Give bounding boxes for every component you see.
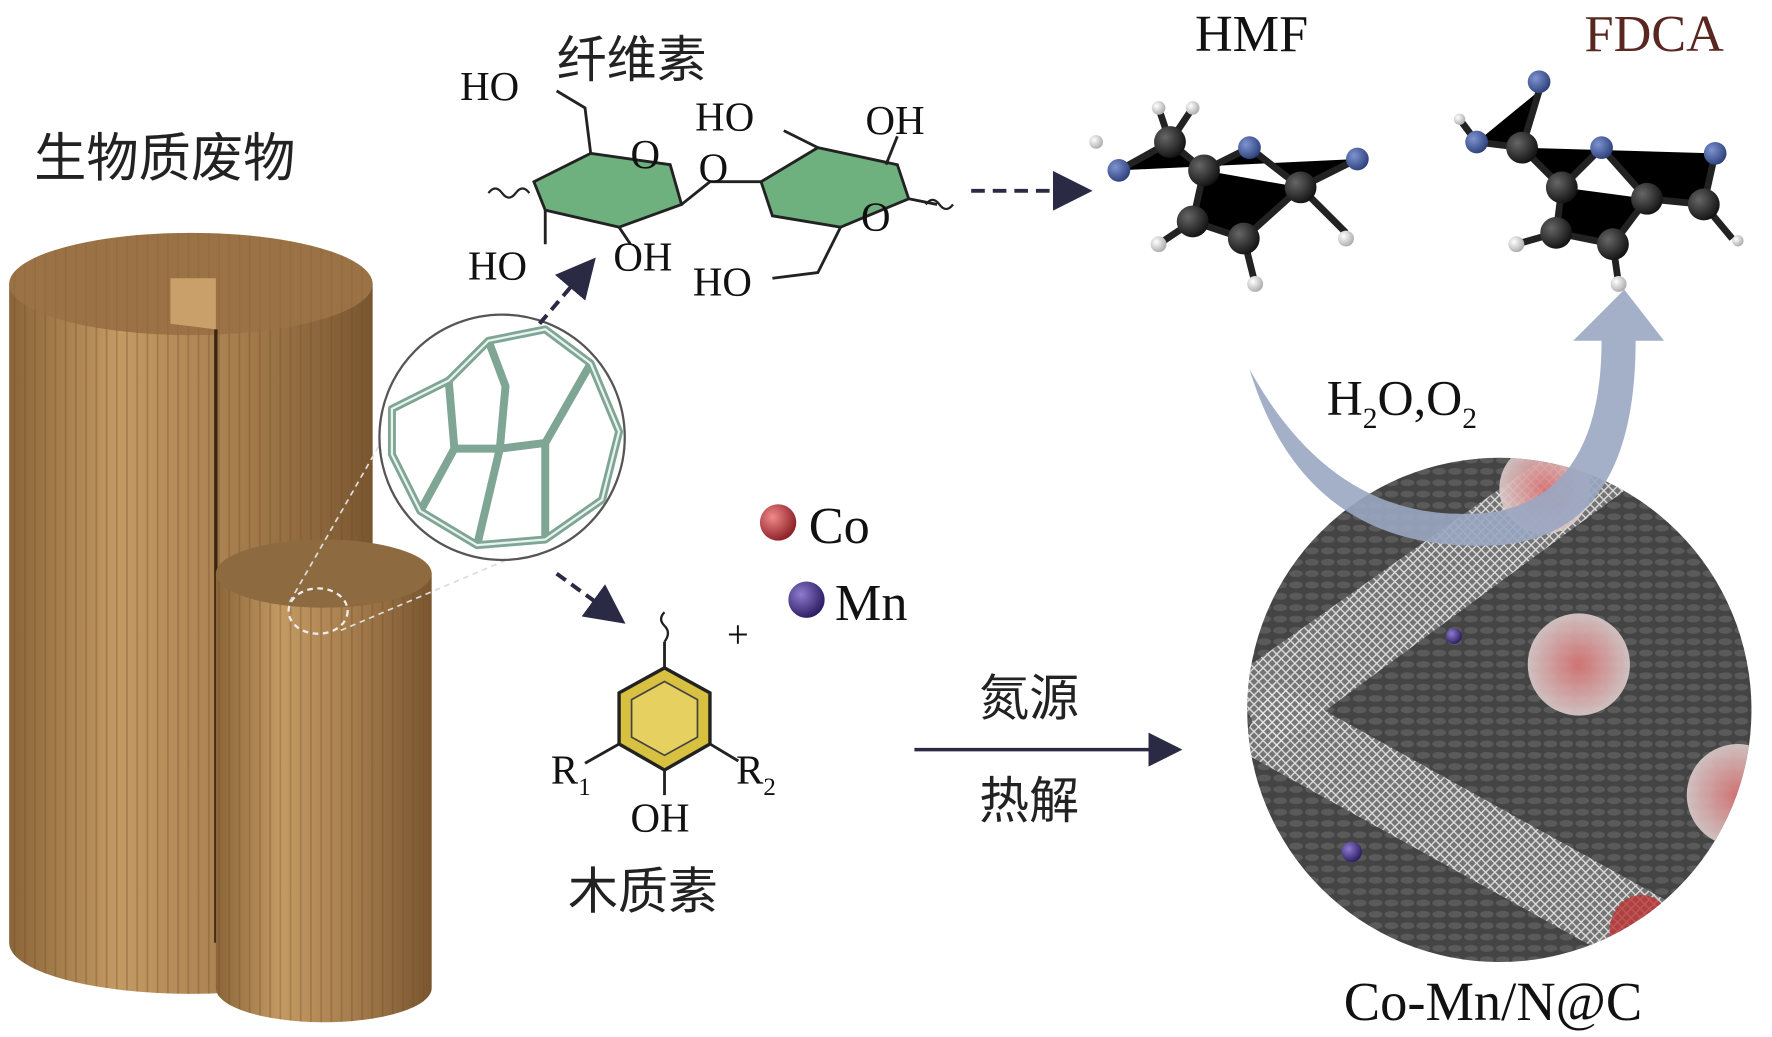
cellulose-group: OH [613,234,672,279]
cellulose-group: O [699,146,729,191]
r2-subscript: 2 [763,774,775,801]
cellulose-group: OH [866,98,925,143]
nitrogen-source-label: 氮源 [979,670,1079,728]
biomass-label: 生物质废物 [34,129,295,189]
co-atom-icon [759,504,797,541]
hmf-label: HMF [1195,5,1308,63]
cellulose-group: HO [695,95,754,140]
cellulose-group: HO [693,259,752,304]
co-label: Co [809,497,870,555]
r1-group: R1 [551,748,591,801]
arrow-to-lignin [555,571,626,624]
cellulose-group: O [861,195,891,240]
oxidant-label: H2O,O2 [1327,370,1477,436]
arrow-to-cellulose [538,257,596,325]
fdca-label: FDCA [1585,5,1725,63]
oxidation-arrow [1249,289,1665,546]
wood-block-illustration [9,232,569,1023]
oxidant-sub2: 2 [1462,403,1477,435]
fdca-molecule [1453,70,1744,292]
r2-group: R2 [736,748,776,801]
catalyst-illustration [1247,457,1752,963]
oh-group: OH [630,795,689,840]
cellulose-group: O [630,132,660,177]
oxidant-sub1: 2 [1363,403,1378,435]
cellulose-group: HO [468,243,527,288]
r1-subscript: 1 [578,774,590,801]
plus-sign: + [727,614,749,656]
hmf-molecule [1089,101,1369,292]
catalyst-label: Co-Mn/N@C [1344,971,1643,1032]
r2-text: R [736,748,764,793]
lignin-label: 木质素 [568,863,718,921]
cellulose-label: 纤维素 [557,31,707,89]
lignin-structure: + R1 R2 OH 木质素 [551,611,776,921]
oxidant-h: H [1327,370,1363,426]
mn-label: Mn [835,574,908,632]
mn-atom-icon [788,581,825,618]
cellulose-structure: 纤维素 HO O O HO OH HO OH HO O [460,31,954,304]
cellulose-group: HO [460,64,519,109]
sample-region-marker [287,587,349,635]
pyrolysis-label: 热解 [979,772,1079,830]
cell-structure-magnifier [378,313,626,562]
r1-text: R [551,748,579,793]
oxidant-o-o: O,O [1378,370,1463,426]
